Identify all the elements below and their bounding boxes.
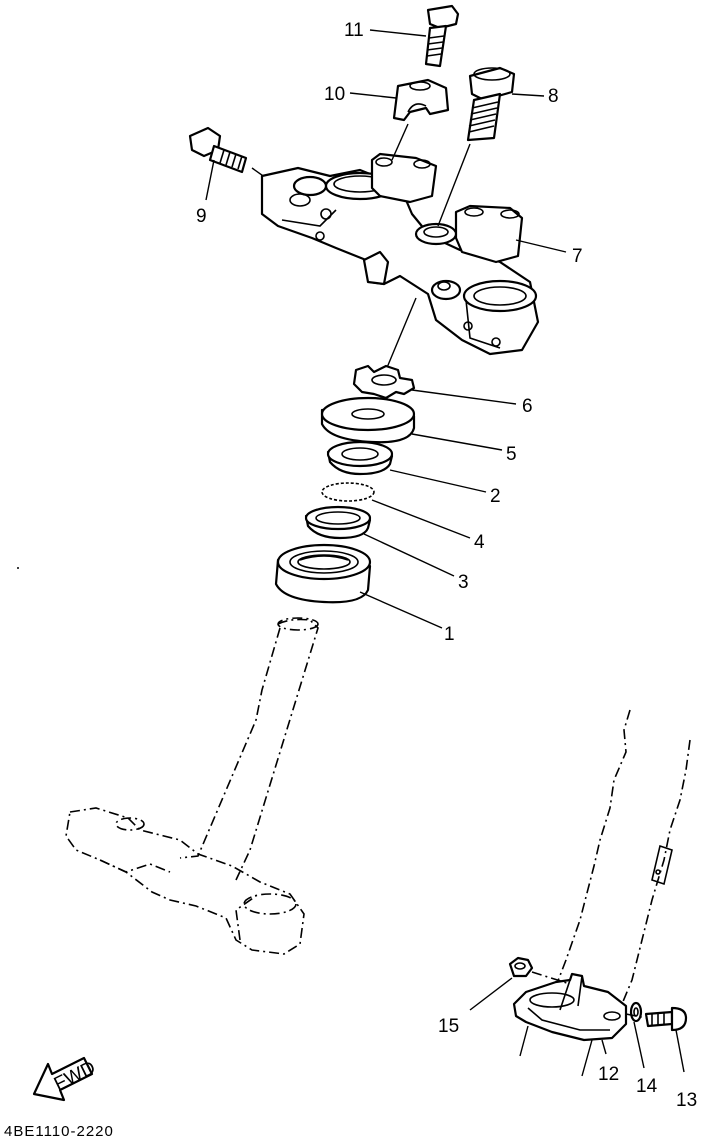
callout-11: 11	[344, 20, 364, 41]
callout-12: 12	[598, 1064, 619, 1085]
part-12-headlight-bracket	[512, 972, 628, 1042]
leader-15	[469, 977, 513, 1011]
callout-1: 1	[444, 624, 455, 645]
callout-7: 7	[572, 246, 583, 267]
callout-5: 5	[506, 444, 517, 465]
lower-bracket-phantom	[65, 617, 319, 955]
leader-8	[511, 93, 545, 97]
leader-8-axis	[437, 143, 471, 227]
axis-15	[531, 971, 571, 985]
part-9-bolt	[188, 126, 248, 174]
callout-14: 14	[636, 1076, 658, 1097]
leader-10-axis	[391, 123, 409, 161]
callout-6: 6	[522, 396, 533, 417]
fork-phantom	[555, 709, 691, 1005]
callout-13: 13	[676, 1090, 697, 1111]
part-5-cover	[320, 396, 416, 444]
part-15-nut	[508, 956, 534, 978]
axis-13	[625, 1013, 647, 1019]
fwd-arrow-icon: FWD	[32, 1056, 99, 1102]
leader-9	[205, 159, 215, 201]
callout-4: 4	[474, 532, 485, 553]
part-14-washer	[629, 1001, 643, 1023]
leader-6	[411, 389, 517, 405]
part-1-bearing	[274, 543, 372, 604]
part-13-screw	[644, 1006, 688, 1032]
part-6-ring-nut	[352, 364, 416, 400]
part-10-handlebar-holder-cap	[392, 78, 450, 122]
leader-4	[371, 499, 471, 539]
callout-3: 3	[458, 572, 469, 593]
stem-axis-line	[385, 297, 417, 371]
leader-5	[411, 433, 503, 451]
leader-1	[359, 591, 443, 629]
leader-11	[369, 29, 427, 37]
leader-2	[389, 469, 487, 493]
callout-2: 2	[490, 486, 501, 507]
part-7-upper-bracket	[260, 152, 540, 356]
diagram-code: 4BE1110-2220	[4, 1123, 114, 1138]
callout-9: 9	[196, 206, 207, 227]
callout-8: 8	[548, 86, 559, 107]
leader-12	[601, 1039, 607, 1055]
leader-7	[515, 239, 567, 253]
part-8-bolt	[466, 66, 516, 142]
part-2-ball-race	[326, 440, 394, 476]
leader-10	[349, 92, 397, 99]
bracket-stub-right	[581, 1039, 593, 1077]
callout-10: 10	[324, 84, 345, 105]
stray-dot	[17, 567, 19, 569]
callout-15: 15	[438, 1016, 459, 1037]
part-11-bolt	[424, 4, 460, 68]
part-3-ball-race	[304, 505, 372, 540]
bracket-stub-left	[519, 1025, 529, 1057]
leader-14	[633, 1021, 645, 1069]
part-4-ball-bearings	[321, 482, 375, 502]
leader-13	[675, 1029, 685, 1073]
leader-3	[363, 533, 455, 577]
